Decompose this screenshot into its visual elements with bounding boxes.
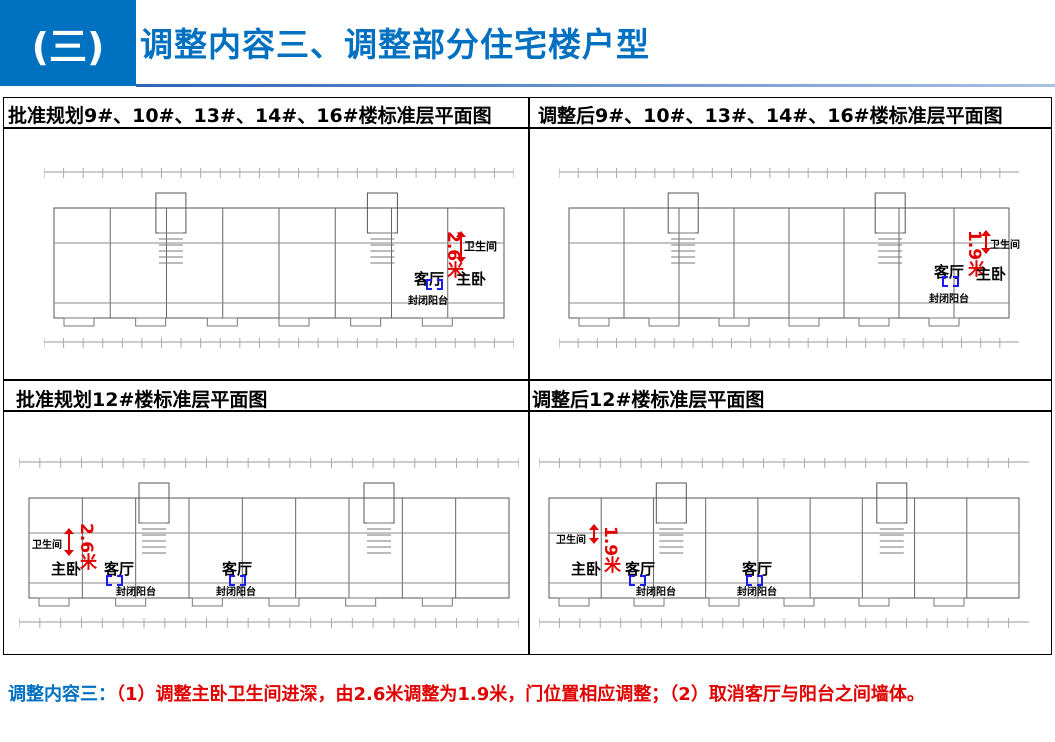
balcony-marker — [426, 279, 443, 290]
living-label: 客厅 — [625, 560, 656, 578]
note-text: （1）调整主卧卫生间进深，由2.6米调整为1.9米，门位置相应调整；（2）取消客… — [116, 684, 925, 705]
depth-label: 2.6米 — [443, 231, 463, 279]
bath-label: 卫生间 — [556, 535, 586, 546]
panel-title-approved-12: 批准规划12#楼标准层平面图 — [16, 389, 268, 411]
panel-title-adjusted-12: 调整后12#楼标准层平面图 — [532, 389, 765, 411]
depth-label: 2.6米 — [76, 523, 96, 571]
floor-plan-approved-12 — [19, 458, 519, 628]
divider — [4, 410, 1051, 412]
balcony-marker — [229, 575, 246, 586]
master-label: 主卧 — [976, 265, 1007, 283]
balcony-marker — [746, 575, 763, 586]
note-label: 调整内容三： — [8, 684, 116, 705]
page-title: 调整内容三、调整部分住宅楼户型 — [140, 25, 650, 64]
balcony-label: 封闭阳台 — [216, 587, 256, 598]
title-underline — [136, 84, 1055, 87]
balcony-label: 封闭阳台 — [636, 587, 676, 598]
divider — [4, 127, 1051, 129]
panel-title-adjusted-9: 调整后9#、10#、13#、14#、16#楼标准层平面图 — [538, 105, 1003, 127]
living-label: 客厅 — [742, 560, 773, 578]
living-label: 客厅 — [222, 560, 253, 578]
depth-arrow — [589, 524, 599, 544]
floor-plan-approved-9 — [44, 168, 514, 348]
depth-arrow — [456, 231, 466, 263]
depth-label: 1.9米 — [964, 230, 984, 278]
master-label: 主卧 — [456, 270, 487, 288]
master-label: 主卧 — [571, 560, 602, 578]
living-label: 客厅 — [104, 560, 135, 578]
floor-plan-grid: 批准规划9#、10#、13#、14#、16#楼标准层平面图 调整后9#、10#、… — [3, 97, 1052, 655]
section-badge: (三) — [0, 0, 136, 86]
balcony-label: 封闭阳台 — [408, 296, 448, 307]
depth-arrow — [64, 528, 74, 556]
balcony-marker — [629, 575, 646, 586]
floor-plan-adjusted-9 — [559, 168, 1019, 348]
depth-arrow — [981, 230, 991, 254]
adjustment-note: 调整内容三：（1）调整主卧卫生间进深，由2.6米调整为1.9米，门位置相应调整；… — [8, 681, 1048, 708]
balcony-marker — [106, 575, 123, 586]
balcony-label: 封闭阳台 — [929, 294, 969, 305]
balcony-marker — [942, 276, 959, 287]
divider — [4, 379, 1051, 381]
balcony-label: 封闭阳台 — [116, 587, 156, 598]
floor-plan-adjusted-12 — [539, 458, 1029, 628]
bath-label: 卫生间 — [464, 240, 497, 253]
balcony-label: 封闭阳台 — [737, 587, 777, 598]
divider — [528, 98, 530, 654]
bath-label: 卫生间 — [32, 540, 62, 551]
panel-title-approved-9: 批准规划9#、10#、13#、14#、16#楼标准层平面图 — [8, 105, 492, 127]
bath-label: 卫生间 — [990, 240, 1020, 251]
master-label: 主卧 — [51, 560, 82, 578]
depth-label: 1.9米 — [600, 526, 620, 574]
